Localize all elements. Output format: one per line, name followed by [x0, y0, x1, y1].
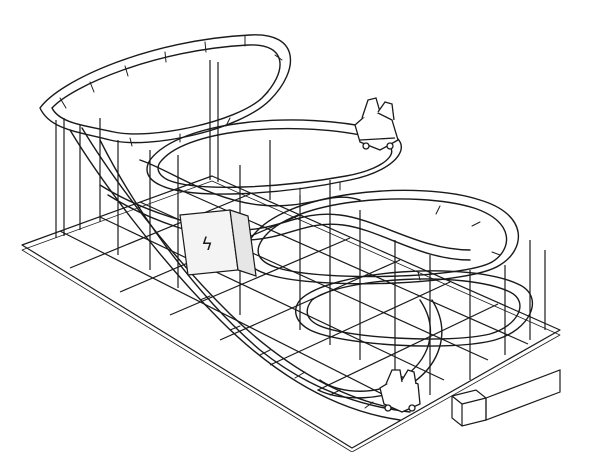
- coaster-car: [354, 97, 399, 151]
- electrical-cabinet-icon: ϟ: [201, 234, 213, 255]
- coaster-car: [379, 369, 421, 413]
- electrical-cabinet: ϟ: [179, 209, 257, 277]
- coaster-track: [39, 34, 533, 421]
- station-box: [451, 369, 561, 427]
